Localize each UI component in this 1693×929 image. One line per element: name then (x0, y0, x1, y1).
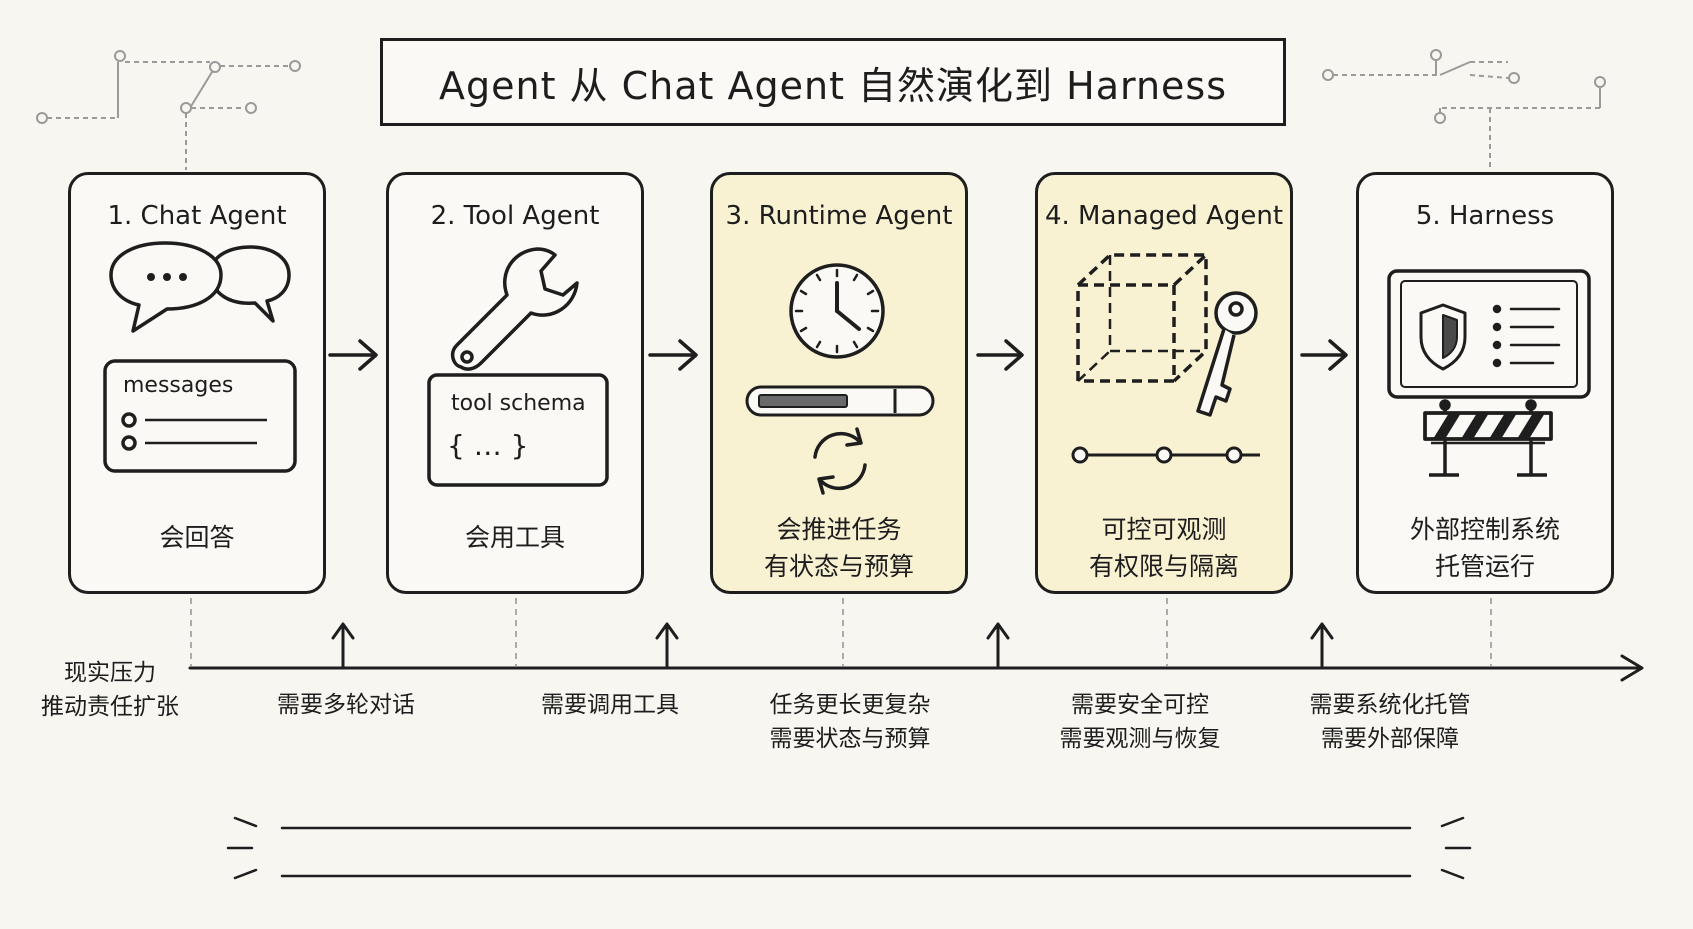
arrow-2-to-3 (648, 339, 698, 371)
refresh-cycle-icon (813, 427, 867, 495)
stage-description: 外部控制系统 托管运行 (1409, 515, 1560, 581)
checkpoint-track (1071, 446, 1260, 464)
arrow-1-to-2 (328, 339, 378, 371)
stage-card-chat-agent: 1. Chat Agent messages 会回答 (68, 172, 326, 594)
stage-description: 会推进任务 有状态与预算 (763, 515, 914, 581)
pressure-label-5: 需要系统化托管 需要外部保障 (1309, 692, 1471, 752)
timeline-axis (188, 654, 1644, 682)
stage-description: 会用工具 (464, 523, 565, 552)
card-drop-lines (190, 598, 1492, 666)
timeline-start-label: 现实压力 推动责任扩张 (41, 660, 179, 720)
diagram-title: Agent 从 Chat Agent 自然演化到 Harness (380, 38, 1286, 126)
stage-card-managed-agent: 4. Managed Agent 可控可观测 有权限与隔离 (1035, 172, 1293, 594)
tool-schema-code: { … } (447, 429, 529, 462)
arrow-3-to-4 (976, 339, 1024, 371)
diagram-title-text: Agent 从 Chat Agent 自然演化到 Harness (438, 63, 1228, 108)
pressure-arrow-2 (655, 622, 679, 670)
stage-card-tool-agent: 2. Tool Agent tool schema { … } 会用工具 (386, 172, 644, 594)
messages-label: messages (123, 373, 234, 398)
stage-description: 可控可观测 有权限与隔离 (1088, 515, 1239, 581)
messages-panel (103, 359, 297, 473)
progress-bar (745, 385, 935, 417)
stage-title: 2. Tool Agent (430, 201, 600, 231)
clock-icon (789, 263, 885, 359)
arrow-4-to-5 (1300, 339, 1348, 371)
stage-title: 3. Runtime Agent (725, 201, 953, 231)
stage-title: 4. Managed Agent (1044, 201, 1284, 231)
stage-card-harness: 5. Harness (1356, 172, 1614, 594)
circuit-decoration-right (1322, 49, 1606, 170)
sandbox-cube-icon (1076, 253, 1208, 383)
pressure-label-1: 需要多轮对话 (277, 692, 415, 718)
tool-schema-label: tool schema (451, 391, 586, 416)
pressure-label-2: 需要调用工具 (541, 692, 679, 718)
chat-bubbles-icon (103, 241, 297, 473)
tool-schema-panel (427, 373, 609, 487)
pressure-arrow-1 (331, 622, 355, 670)
key-icon (1196, 291, 1258, 417)
pressure-label-3: 任务更长更复杂 需要状态与预算 (769, 692, 931, 752)
barrier-icon (1423, 399, 1553, 477)
stage-description: 会回答 (159, 523, 235, 552)
stage-title: 1. Chat Agent (107, 201, 287, 231)
pressure-label-4: 需要安全可控 需要观测与恢复 (1059, 692, 1221, 752)
bottom-lines (226, 816, 1472, 880)
shield-icon (1419, 303, 1467, 371)
stage-title: 5. Harness (1415, 201, 1555, 231)
stage-card-runtime-agent: 3. Runtime Agent (710, 172, 968, 594)
pressure-arrow-4 (1310, 622, 1334, 670)
stage-arrows (328, 339, 1348, 371)
monitor-icon (1387, 269, 1591, 399)
pressure-arrow-3 (986, 622, 1010, 670)
wrench-icon (427, 247, 609, 487)
circuit-decoration-left (36, 50, 301, 170)
checklist-icon (1492, 304, 1561, 368)
pressure-arrows (331, 622, 1334, 670)
